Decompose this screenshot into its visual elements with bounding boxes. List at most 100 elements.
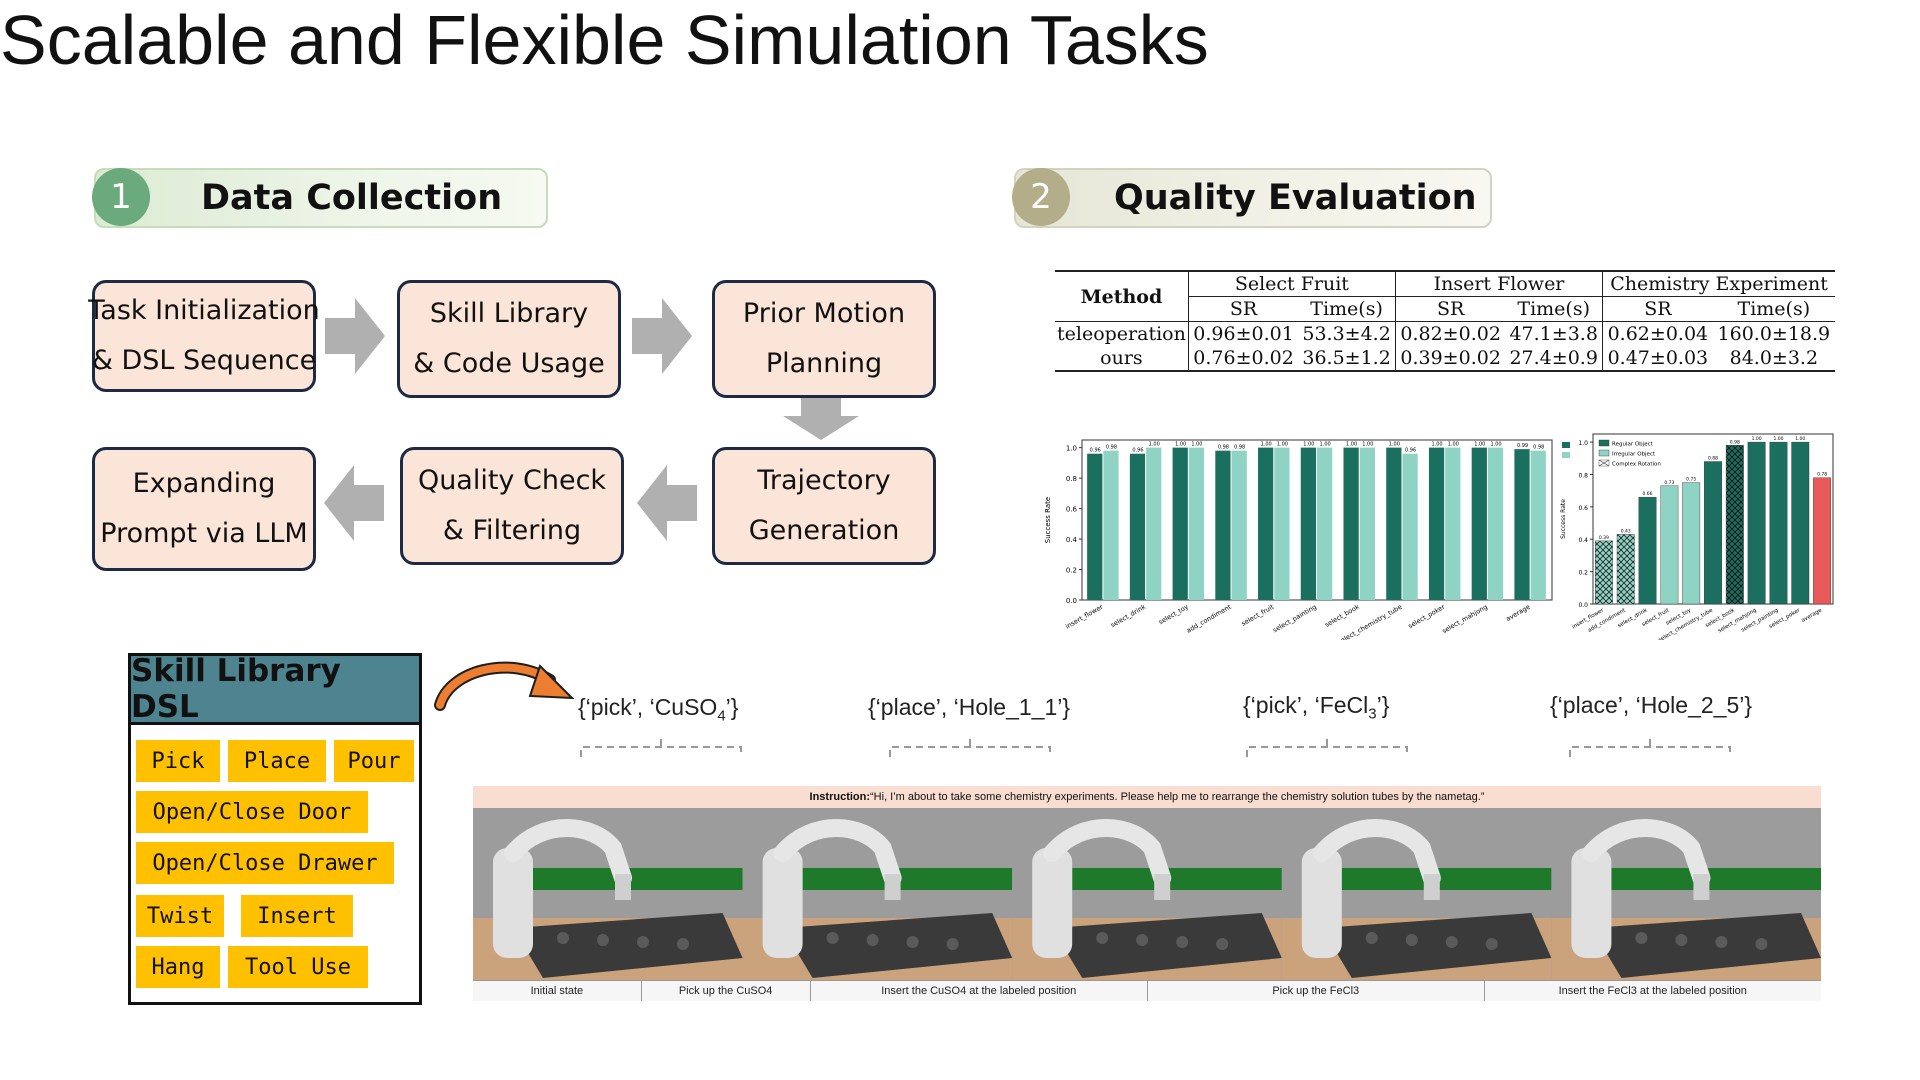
- flow-text: Trajectory: [757, 465, 891, 496]
- y-tick-label: 0.0: [1066, 597, 1077, 605]
- instruction-bar: Instruction: “Hi, I’m about to take some…: [473, 786, 1821, 808]
- action-label: {‘pick’, ‘CuSO4’}: [578, 694, 738, 725]
- data-label: 1.00: [1795, 436, 1805, 442]
- y-axis-label: Success Rate: [1044, 497, 1052, 543]
- x-tick-label: select_fruit: [1240, 603, 1276, 628]
- legend-label: Complex Rotation: [1612, 462, 1661, 468]
- bar: [1317, 447, 1333, 600]
- data-label: 1.00: [1448, 442, 1459, 448]
- sub-header: Time(s): [1298, 296, 1396, 322]
- data-label: 1.00: [1389, 442, 1400, 448]
- skill-open-close-door: Open/Close Door: [136, 791, 368, 833]
- flow-text: & DSL Sequence: [91, 345, 317, 376]
- frame-caption: Pick up the CuSO4: [642, 981, 811, 1001]
- x-tick-label: insert_flower: [1064, 603, 1105, 631]
- x-tick-label: select_drink: [1109, 603, 1147, 630]
- action-text: {‘pick’, ‘FeCl: [1243, 692, 1369, 718]
- bar: [1682, 482, 1701, 605]
- method-cell: teleoperation: [1055, 321, 1189, 346]
- group-header: Chemistry Experiment: [1602, 271, 1835, 297]
- x-tick-label: add_condiment: [1185, 603, 1233, 635]
- legend-label: Irregular Object: [1612, 452, 1656, 458]
- table-cell: 0.82±0.02: [1400, 323, 1501, 345]
- legend-swatch: [1562, 452, 1570, 458]
- data-label: 1.00: [1362, 442, 1373, 448]
- data-label: 1.00: [1490, 442, 1501, 448]
- arrow-right-icon: [632, 298, 692, 374]
- x-tick-label: select_poker: [1407, 603, 1447, 631]
- y-tick-label: 1.0: [1578, 440, 1588, 447]
- skill-pick: Pick: [136, 740, 220, 782]
- data-label: 0.98: [1218, 445, 1229, 451]
- action-text: ’}: [725, 694, 739, 720]
- group-header: Insert Flower: [1395, 271, 1604, 297]
- data-label: 1.00: [1149, 442, 1160, 448]
- prior-motion-planning-box: Prior Motion Planning: [712, 280, 936, 398]
- bar: [1215, 450, 1231, 600]
- y-tick-label: 0.2: [1578, 570, 1588, 577]
- bar: [1188, 447, 1205, 600]
- data-label: 0.98: [1106, 445, 1117, 451]
- data-collection-label: Data Collection: [201, 178, 503, 218]
- evaluation-table: Method Select Fruit Insert Flower Chemis…: [1055, 270, 1835, 372]
- bar: [1471, 447, 1487, 600]
- bar: [1594, 540, 1613, 605]
- bar: [1258, 447, 1274, 600]
- section-number-2: 2: [1012, 168, 1070, 226]
- bar: [1813, 477, 1832, 605]
- flow-text: & Filtering: [442, 515, 582, 546]
- action-text: {‘pick’, ‘CuSO: [578, 694, 718, 720]
- bar: [1402, 453, 1418, 600]
- bar: [1343, 447, 1359, 600]
- x-tick-label: select_toy: [1157, 603, 1190, 626]
- action-label: {‘place’, ‘Hole_2_5’}: [1550, 692, 1752, 719]
- table-cell: 47.1±3.8: [1505, 321, 1604, 346]
- bar: [1704, 461, 1722, 605]
- flow-text: Planning: [765, 348, 883, 379]
- bar: [1087, 453, 1103, 600]
- table-cell: 27.4±0.9: [1505, 346, 1604, 371]
- skill-open-close-drawer: Open/Close Drawer: [136, 842, 394, 884]
- bar: [1616, 534, 1635, 605]
- data-label: 0.96: [1090, 448, 1101, 454]
- legend-hatch: [1598, 459, 1610, 467]
- table-cell: 0.39±0.02: [1400, 347, 1501, 369]
- flow-text: Skill Library: [429, 298, 589, 329]
- robot-frame: [1281, 808, 1552, 980]
- data-label: 1.00: [1320, 442, 1331, 448]
- data-label: 1.00: [1474, 442, 1485, 448]
- table-row: teleoperation 0.96±0.01 53.3±4.2 0.82±0.…: [1055, 321, 1835, 346]
- bar: [1231, 450, 1247, 600]
- bar: [1514, 449, 1530, 600]
- data-label: 0.98: [1533, 445, 1544, 451]
- flow-text: Generation: [748, 515, 900, 546]
- skill-place: Place: [228, 740, 326, 782]
- action-text: {‘place’, ‘Hole_1_1’}: [868, 694, 1071, 720]
- data-label: 1.00: [1773, 436, 1783, 442]
- robot-frame: [1551, 808, 1821, 980]
- arrow-left-icon: [637, 465, 697, 541]
- expanding-prompt-box: Expanding Prompt via LLM: [92, 447, 316, 571]
- table-cell: 160.0±18.9: [1717, 323, 1831, 345]
- flow-text: Expanding: [132, 468, 276, 499]
- bar: [1146, 447, 1162, 600]
- bar: [1638, 496, 1657, 605]
- frame-caption: Pick up the FeCl3: [1148, 981, 1485, 1001]
- y-tick-label: 0.4: [1066, 536, 1078, 544]
- y-tick-label: 0.0: [1578, 602, 1588, 609]
- data-label: 0.43: [1621, 528, 1631, 534]
- action-text: ’}: [1376, 692, 1390, 718]
- data-label: 0.96: [1132, 448, 1143, 454]
- sub-header: SR: [1644, 298, 1672, 320]
- sub-header: SR: [1436, 298, 1465, 320]
- table-cell: 0.62±0.04: [1607, 323, 1709, 345]
- instruction-text: “Hi, I’m about to take some chemistry ex…: [870, 791, 1485, 803]
- legend-swatch: [1562, 442, 1570, 448]
- flow-text: Prior Motion: [742, 298, 906, 329]
- robot-demonstration-strip: Instruction: “Hi, I’m about to take some…: [473, 786, 1821, 1001]
- dashed-brackets: [580, 739, 1731, 757]
- table-cell: 0.96±0.01: [1193, 323, 1294, 345]
- bar: [1747, 441, 1766, 605]
- skill-library-panel: Skill Library DSL Pick Place Pour Open/C…: [128, 653, 422, 1005]
